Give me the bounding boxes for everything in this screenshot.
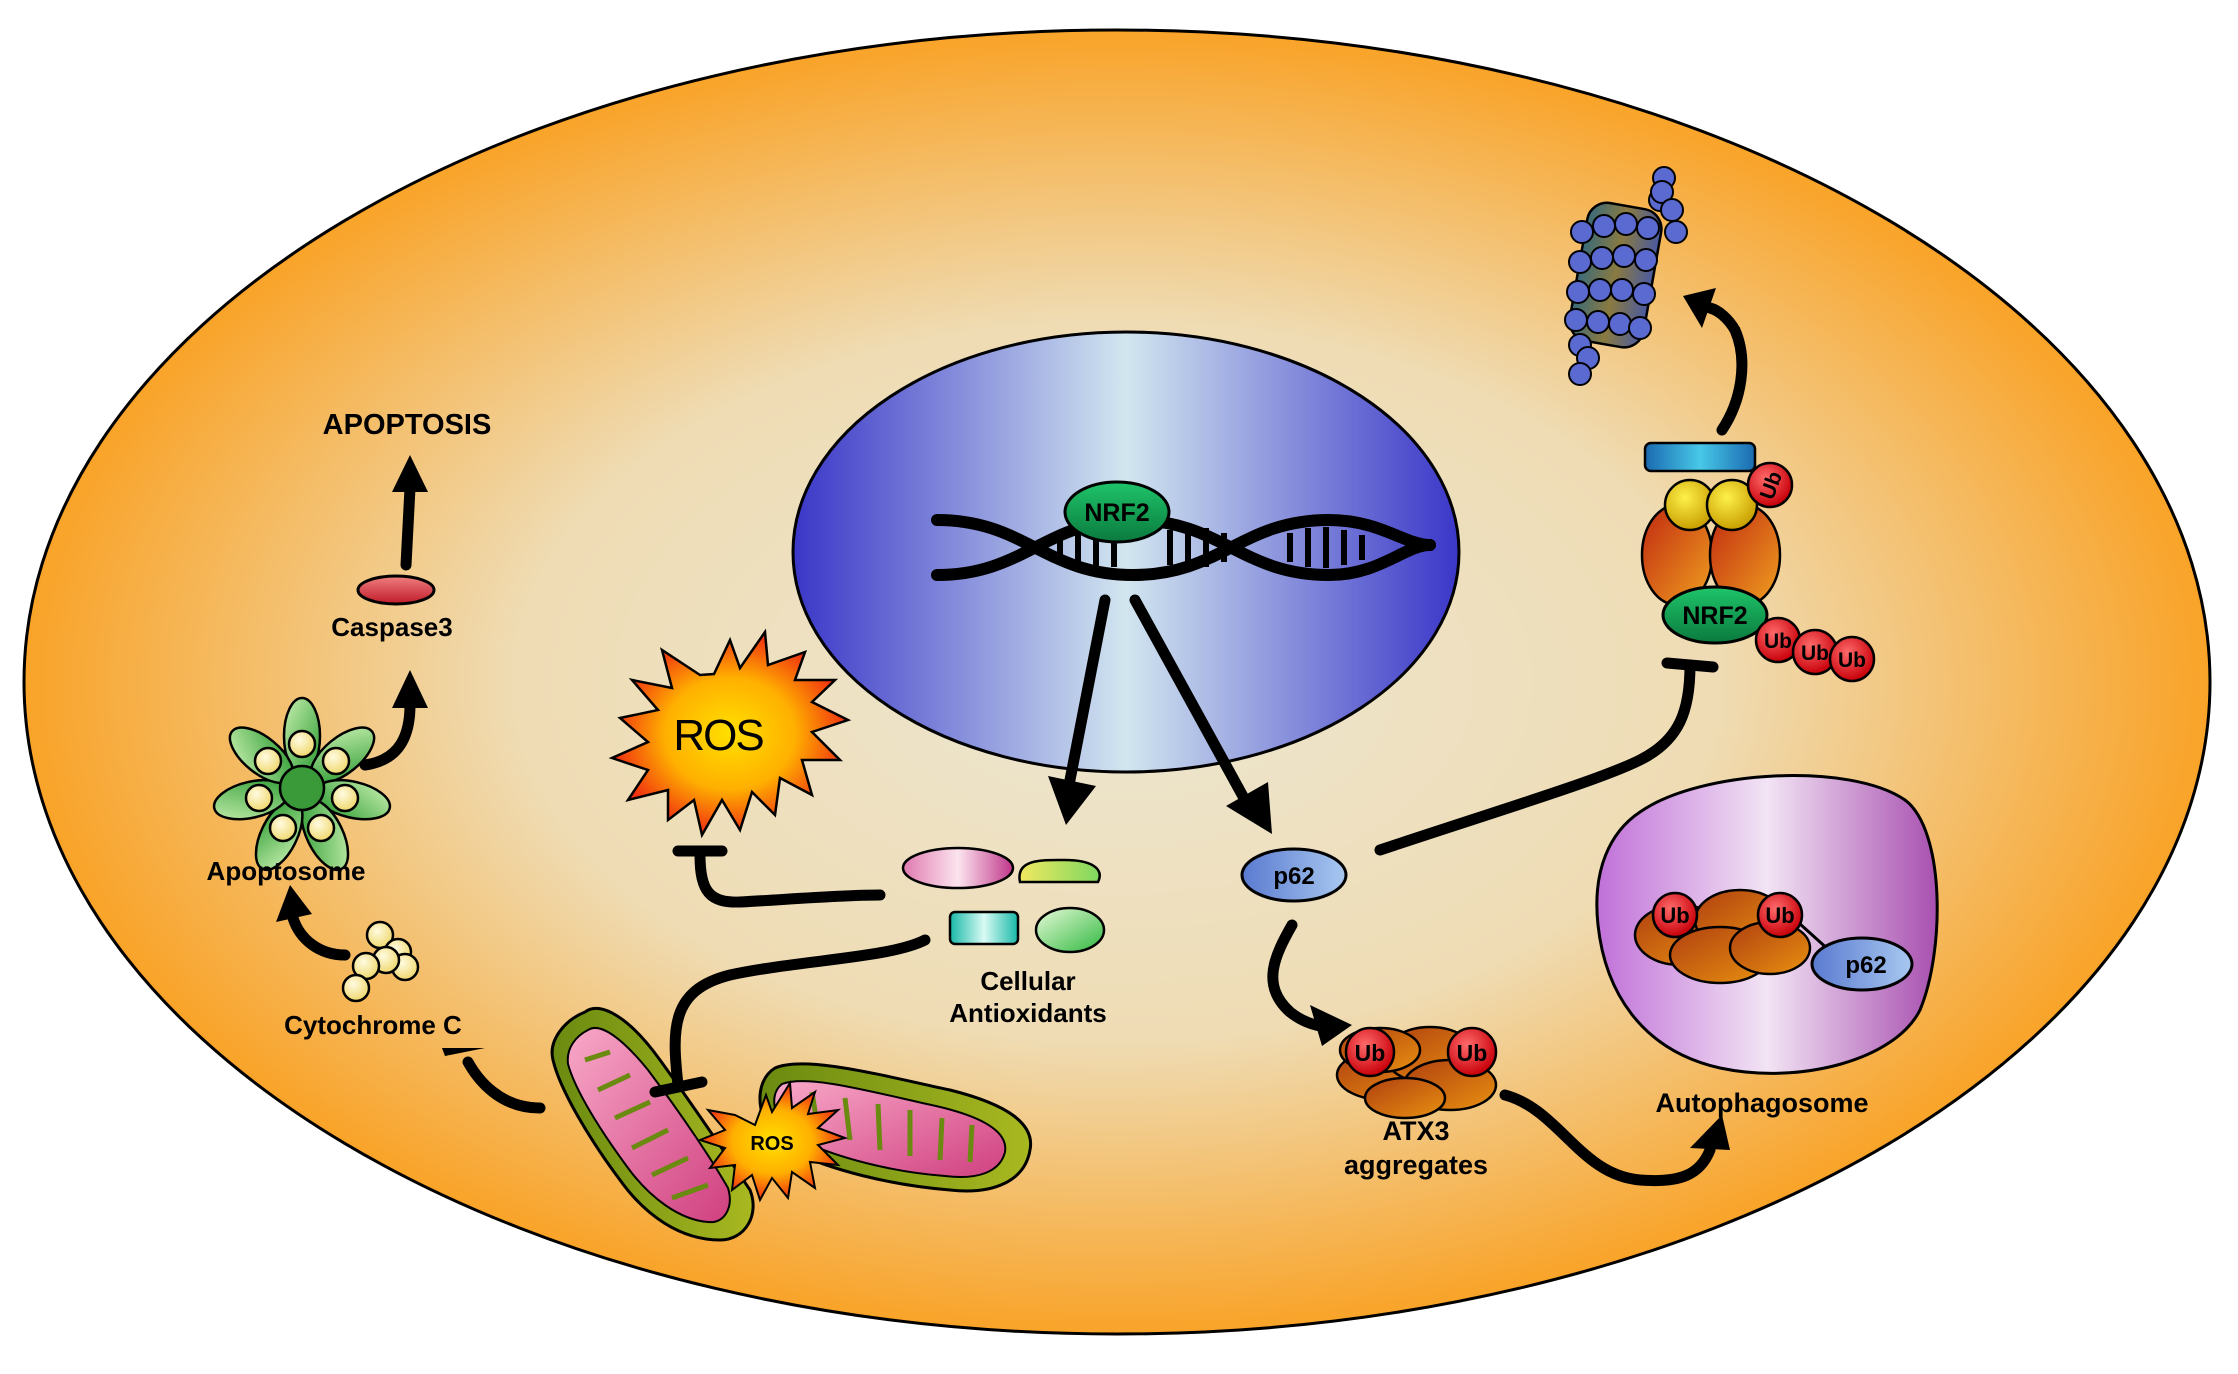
atx3-aggregates-label-1: ATX3 [1382,1116,1449,1146]
p62-label: p62 [1273,863,1314,890]
ros-mitochondria-label: ROS [750,1133,793,1155]
nrf2-nuclear-icon: NRF2 [1063,480,1171,544]
cellular-antioxidants-label-1: Cellular [980,966,1075,996]
ros-mitochondria-starburst-icon: ROS [697,1079,849,1203]
caspase3-label: Caspase3 [331,612,452,642]
cellular-antioxidants-label-2: Antioxidants [949,998,1106,1028]
ub-icon: Ub [1828,635,1876,683]
atx3-aggregates-label-2: aggregates [1344,1150,1488,1180]
nucleus [791,330,1461,774]
inhibition-antioxidants-to-ros [672,845,886,908]
mitochondria-icon: ROS [550,1006,1033,1242]
autophagosome-icon: Ub Ub p62 [1595,774,1939,1075]
ub-icon: Ub [1746,461,1794,509]
p62-icon: p62 [1240,847,1348,903]
nrf2-complex-label: NRF2 [1682,602,1747,630]
arrow-mitochondria-to-cytochrome [442,1048,546,1114]
arrow-p62-to-aggregates [1267,919,1352,1046]
arrow-cytochrome-to-apoptosome [276,885,351,961]
autophagosome-label: Autophagosome [1656,1088,1869,1118]
p62-autophagosome-label: p62 [1845,952,1886,979]
ub-label: Ub [1801,642,1829,665]
nrf2-label: NRF2 [1084,499,1149,527]
cytochrome-c-icon [341,920,420,1003]
ub-label: Ub [1660,903,1689,928]
ros-label: ROS [673,711,763,760]
ub-label: Ub [1355,1040,1386,1066]
ub-icon: Ub [1344,1026,1396,1078]
ub-label: Ub [1764,630,1792,653]
apoptosome-icon [212,696,392,872]
apoptosome-label: Apoptosome [207,856,366,886]
arrow-complex-to-proteasome [1683,288,1748,436]
p62-autophagosome-icon: p62 [1810,936,1914,992]
ros-starburst-icon: ROS [608,628,852,839]
arrow-nucleus-to-antioxidants [1048,594,1111,825]
inhibition-p62-to-keap1 [1374,657,1719,856]
arrow-aggregates-to-autophagosome [1499,1089,1730,1187]
cytochrome-c-label: Cytochrome C [284,1010,462,1040]
atx3-aggregate-icon: Ub Ub [1335,1025,1498,1120]
ub-icon: Ub [1756,891,1804,939]
apoptosis-label: APOPTOSIS [323,409,492,441]
nrf2-complex-icon: NRF2 [1661,585,1769,645]
arrow-apoptosome-to-caspase [359,670,428,771]
ub-icon: Ub [1446,1026,1498,1078]
ub-label: Ub [1765,903,1794,928]
ub-label: Ub [1457,1040,1488,1066]
inhibition-antioxidants-to-mitochondria [649,934,931,1098]
ub-label: Ub [1838,649,1866,672]
arrow-caspase-to-apoptosis [392,455,428,571]
proteasome-icon [1564,166,1688,386]
antioxidant-molecules-icon [901,846,1106,954]
arrow-nucleus-to-p62 [1129,594,1272,834]
keap1-cul3-complex-icon: NRF2 Ub Ub Ub Ub [1640,441,1876,683]
caspase3-icon [356,574,436,606]
ub-icon: Ub [1651,891,1699,939]
